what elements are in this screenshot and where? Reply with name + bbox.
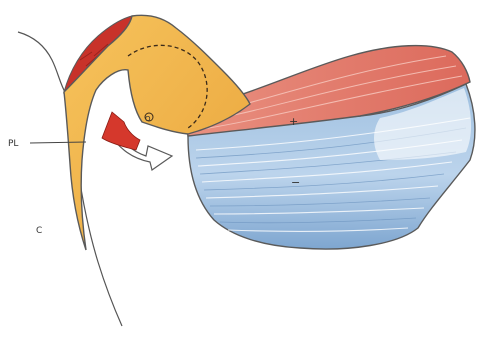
label-minus: − xyxy=(291,176,300,189)
label-plus: + xyxy=(289,115,298,128)
label-o: O xyxy=(145,115,151,123)
label-c: C xyxy=(36,226,42,236)
label-pl: PL xyxy=(8,139,18,149)
